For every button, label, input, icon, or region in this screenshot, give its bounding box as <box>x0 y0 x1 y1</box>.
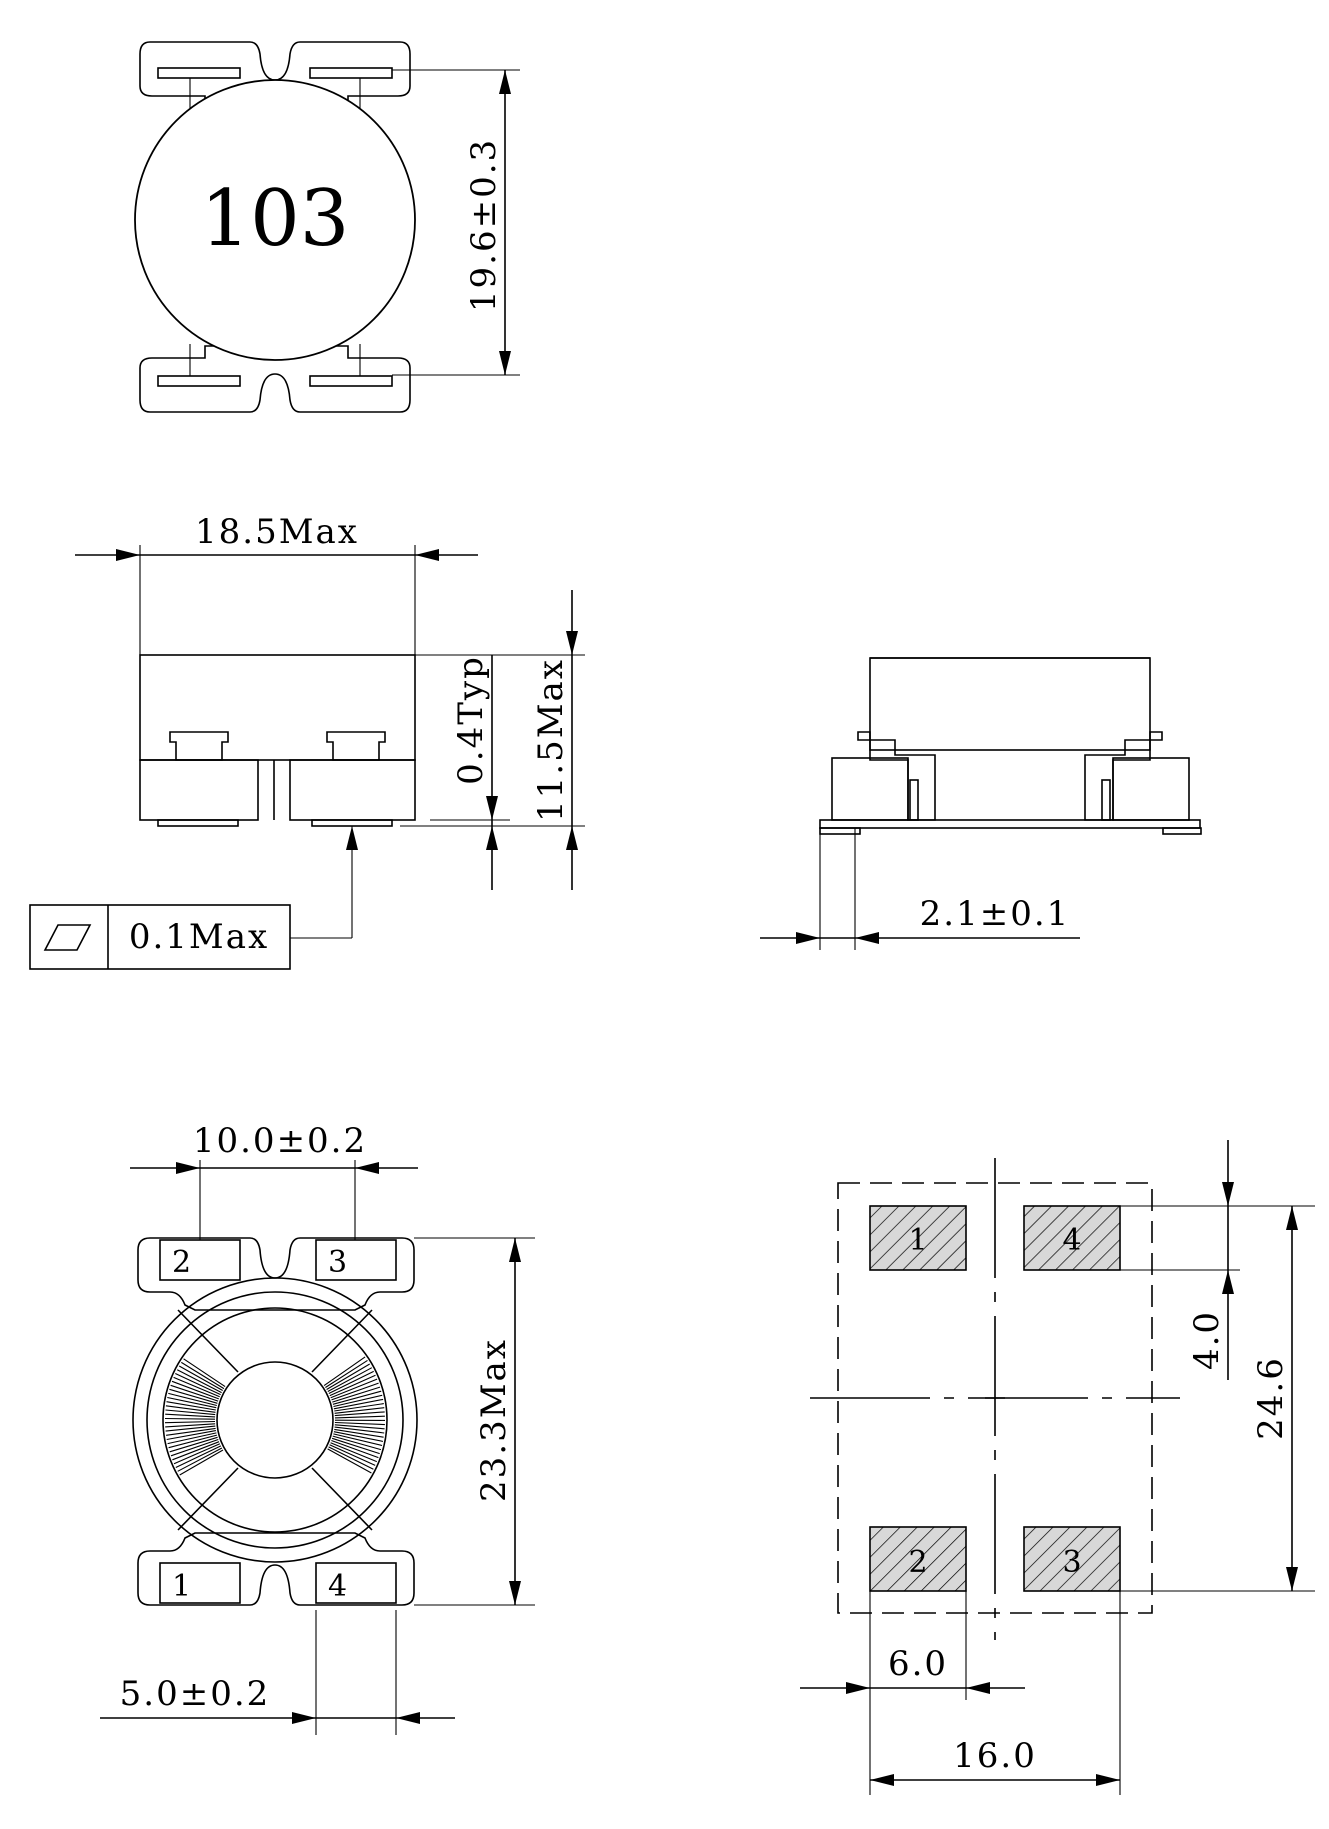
marking-text: 103 <box>201 174 350 264</box>
land-pad-2 <box>869 1526 967 1592</box>
land-pad-width-dim-label: 6.0 <box>888 1644 948 1684</box>
length-dim-label: 23.3Max <box>474 1338 514 1502</box>
land-pad-3 <box>1023 1526 1121 1592</box>
land-overall-height-dim-label: 24.6 <box>1251 1356 1291 1440</box>
coplanarity-label: 0.1Max <box>129 917 269 957</box>
width-dim-label: 18.5Max <box>195 512 359 552</box>
land-overall-width-dim-label: 16.0 <box>953 1736 1037 1776</box>
land-pad-1 <box>869 1205 967 1271</box>
pitch-dim-label: 10.0±0.2 <box>193 1121 367 1161</box>
end-view: 2.1±0.1 <box>760 657 1202 950</box>
land-pad-4-label: 4 <box>1062 1223 1081 1258</box>
side-height-dim-label: 11.5Max <box>531 658 571 822</box>
side-view: 18.5Max 0.4Typ 11.5Max 0.1Max <box>29 512 585 970</box>
pin-3-label: 3 <box>328 1245 347 1280</box>
land-pad-height-dim-label: 4.0 <box>1187 1310 1227 1370</box>
land-pad-1-label: 1 <box>908 1223 927 1258</box>
height-dim-label: 19.6±0.3 <box>464 138 504 312</box>
standoff-dim-label: 0.4Typ <box>451 655 491 785</box>
pin-2-label: 2 <box>172 1245 191 1280</box>
top-view: 103 19.6±0.3 <box>134 41 520 413</box>
land-pad-4 <box>1023 1205 1121 1271</box>
bottom-view: 10.0±0.2 2 3 1 4 23.3Max <box>100 1121 535 1735</box>
pin-1-label: 1 <box>172 1569 191 1604</box>
land-pad-3-label: 3 <box>1062 1545 1081 1580</box>
flatness-icon <box>43 924 92 951</box>
land-pattern: 1 4 2 3 4.0 24.6 6.0 16.0 <box>800 1140 1315 1795</box>
pin-4-label: 4 <box>328 1569 347 1604</box>
winding-coils <box>164 1356 386 1476</box>
pad-width-dim-label: 5.0±0.2 <box>120 1674 271 1714</box>
land-pad-2-label: 2 <box>908 1545 927 1580</box>
terminal-dim-label: 2.1±0.1 <box>920 894 1071 934</box>
